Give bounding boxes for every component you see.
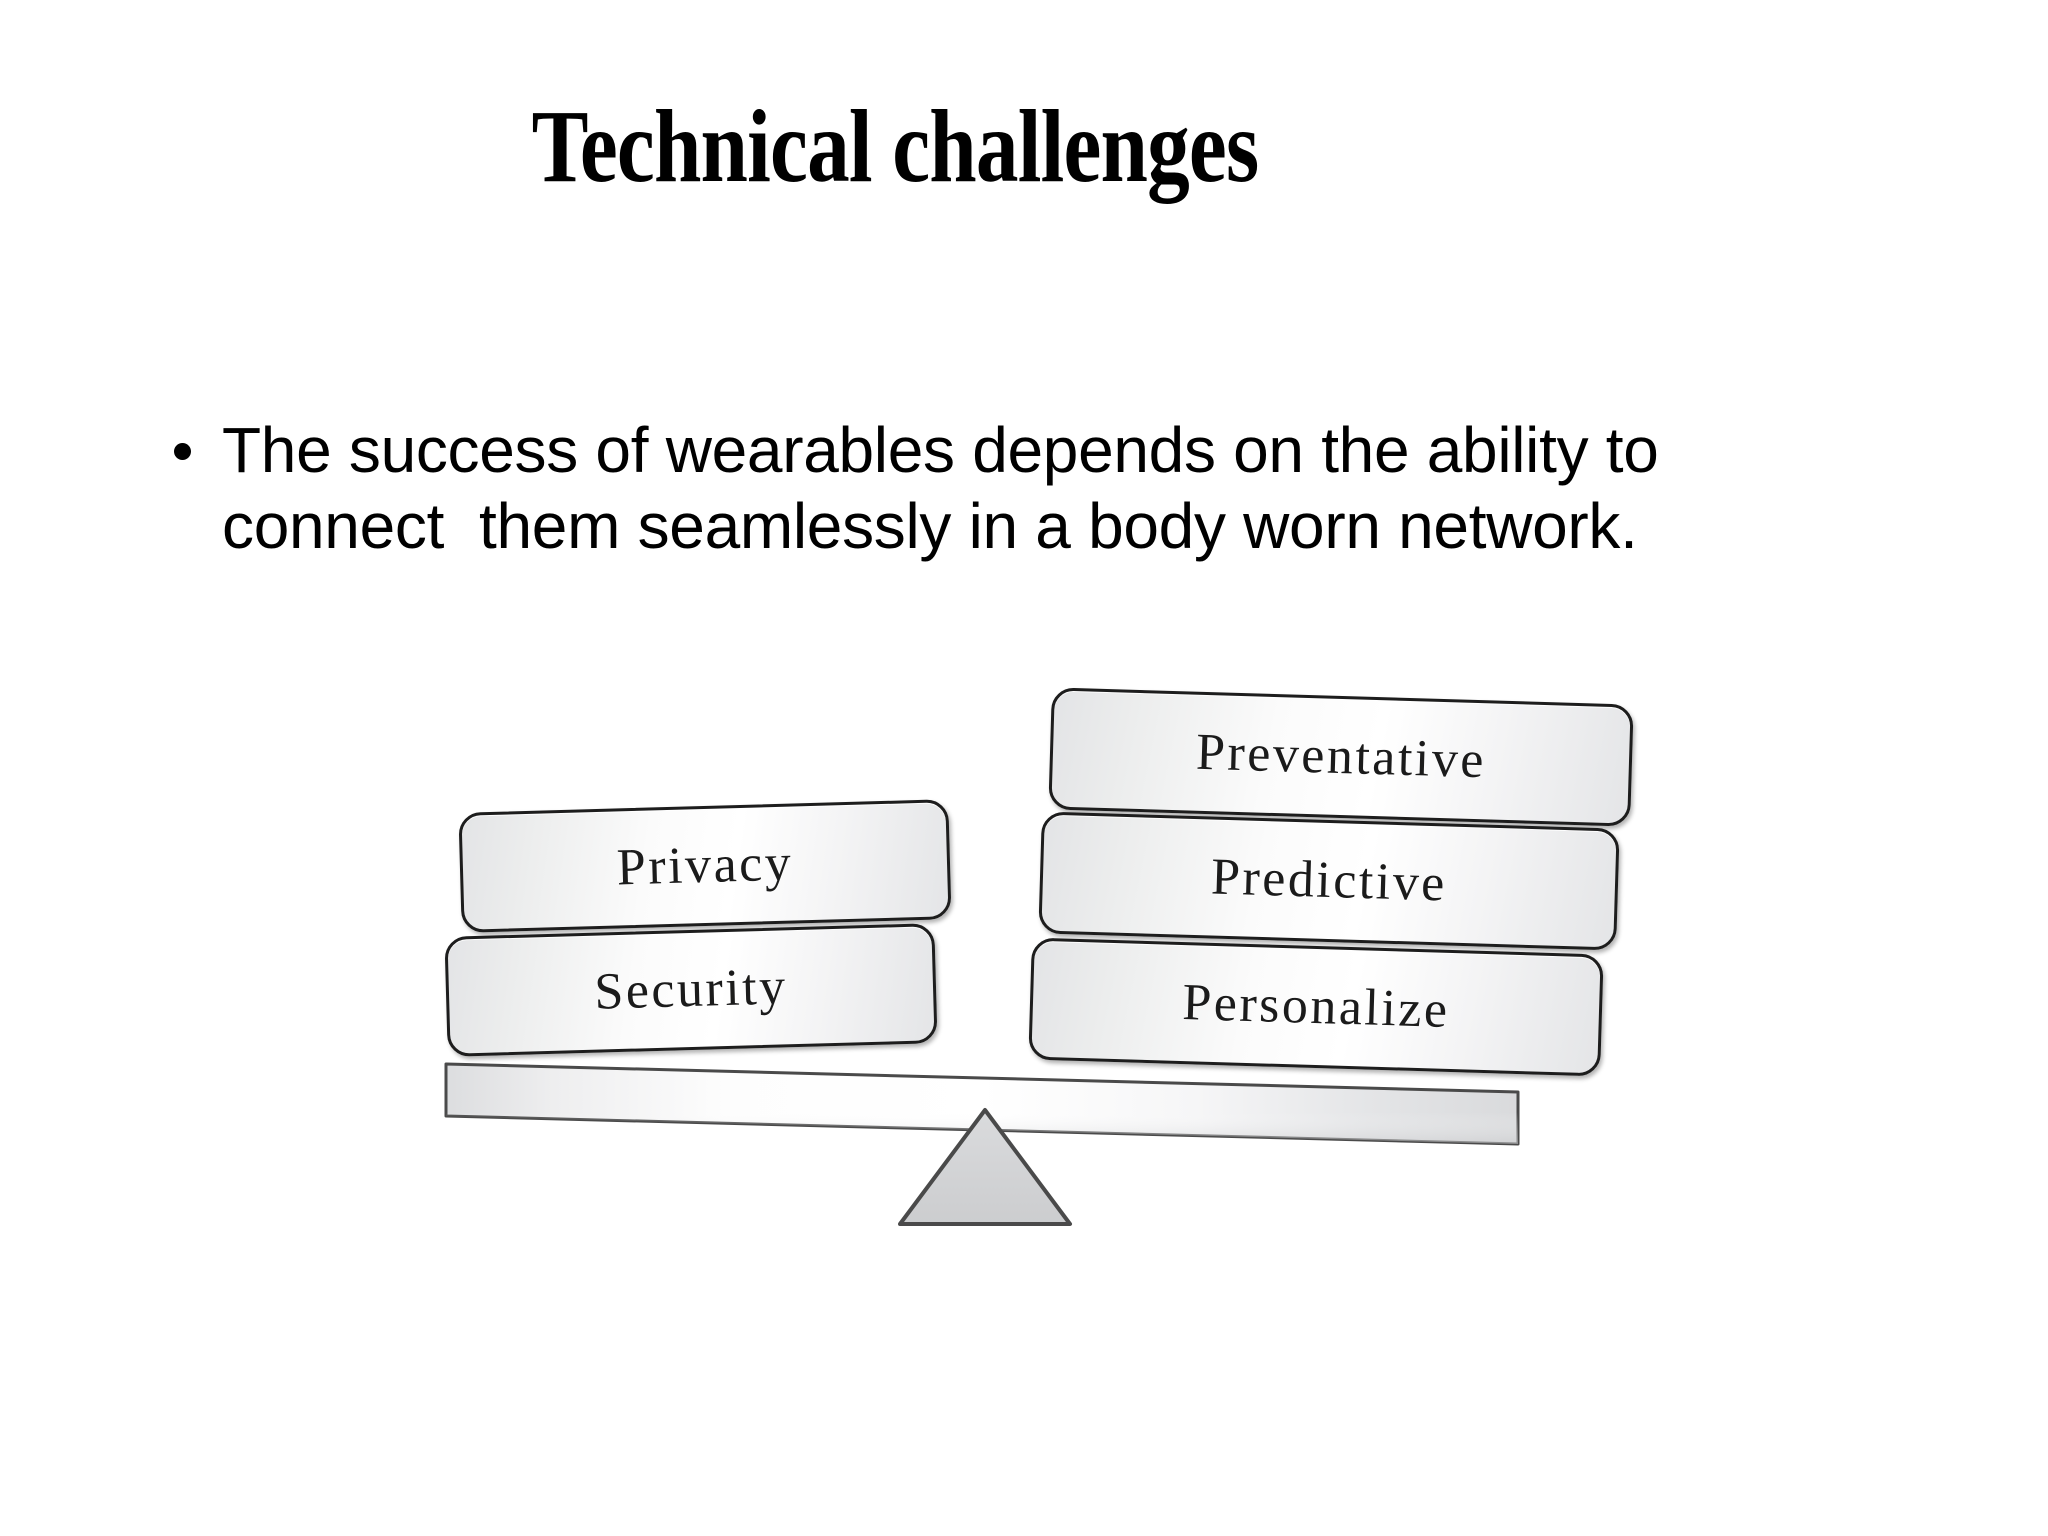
list-item: The success of wearables depends on the … xyxy=(160,412,1920,564)
scale-box-privacy: Privacy xyxy=(458,799,952,933)
balance-beam xyxy=(444,1062,1520,1146)
bullet-line-1: The success of wearables depends on the … xyxy=(222,414,1659,486)
fulcrum-triangle xyxy=(898,1108,1072,1226)
bullet-line-2: connect them seamlessly in a body worn n… xyxy=(222,490,1638,563)
scale-box-label: Security xyxy=(593,958,789,1021)
balance-beam-and-fulcrum xyxy=(444,1062,1520,1226)
scale-box-predictive: Predictive xyxy=(1038,811,1620,951)
bullet-dot-icon xyxy=(174,443,191,460)
page-title: Technical challenges xyxy=(531,89,1260,204)
scale-box-label: Predictive xyxy=(1210,848,1448,913)
scale-box-label: Privacy xyxy=(616,834,794,897)
scale-box-security: Security xyxy=(444,923,938,1057)
scale-box-preventative: Preventative xyxy=(1048,687,1634,827)
scale-box-label: Personalize xyxy=(1181,974,1451,1039)
body-text-block: The success of wearables depends on the … xyxy=(160,412,1920,564)
balance-scale-diagram: Preventative Predictive Privacy Security… xyxy=(410,680,1634,1260)
scale-box-label: Preventative xyxy=(1195,723,1487,790)
